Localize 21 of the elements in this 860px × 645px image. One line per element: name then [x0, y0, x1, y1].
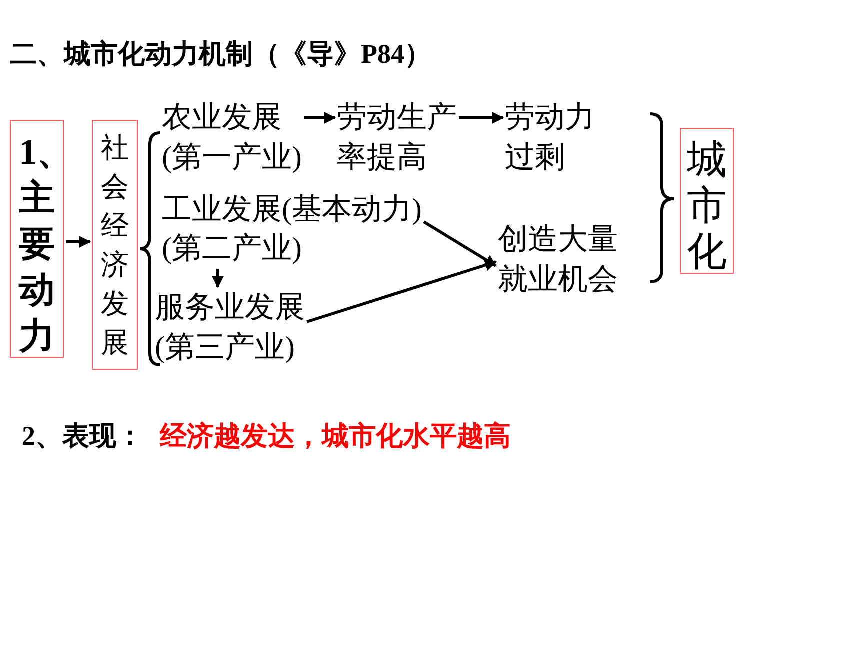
heading-box: 1、主要动力 [10, 120, 64, 358]
industry-text: 工业发展(基本动力) [162, 192, 422, 228]
arrow [66, 236, 92, 248]
conclusion-text: 经济越发达，城市化水平越高 [160, 420, 511, 453]
title: 二、城市化动力机制（《导》P84） [10, 38, 432, 71]
industry-text: 农业发展 [162, 100, 283, 136]
industry-text: (第二产业) [162, 231, 303, 267]
industry-text: (第一产业) [162, 140, 302, 176]
arrow [212, 269, 224, 288]
arrow [306, 260, 498, 324]
arrow [459, 112, 504, 124]
outcome-box: 城市化 [680, 128, 734, 274]
arrow [304, 112, 336, 124]
industry-text: 服务业发展 [155, 290, 305, 326]
result-text: 劳动生产率提高 [337, 100, 457, 176]
industry-text: (第三产业) [155, 330, 296, 366]
arrow [423, 220, 498, 268]
concept-box: 社会经济发展 [92, 120, 138, 370]
result-text: 劳动力过剩 [505, 100, 595, 176]
point-heading: 2、表现： [22, 420, 144, 453]
result-text: 创造大量就业机会 [498, 222, 618, 298]
